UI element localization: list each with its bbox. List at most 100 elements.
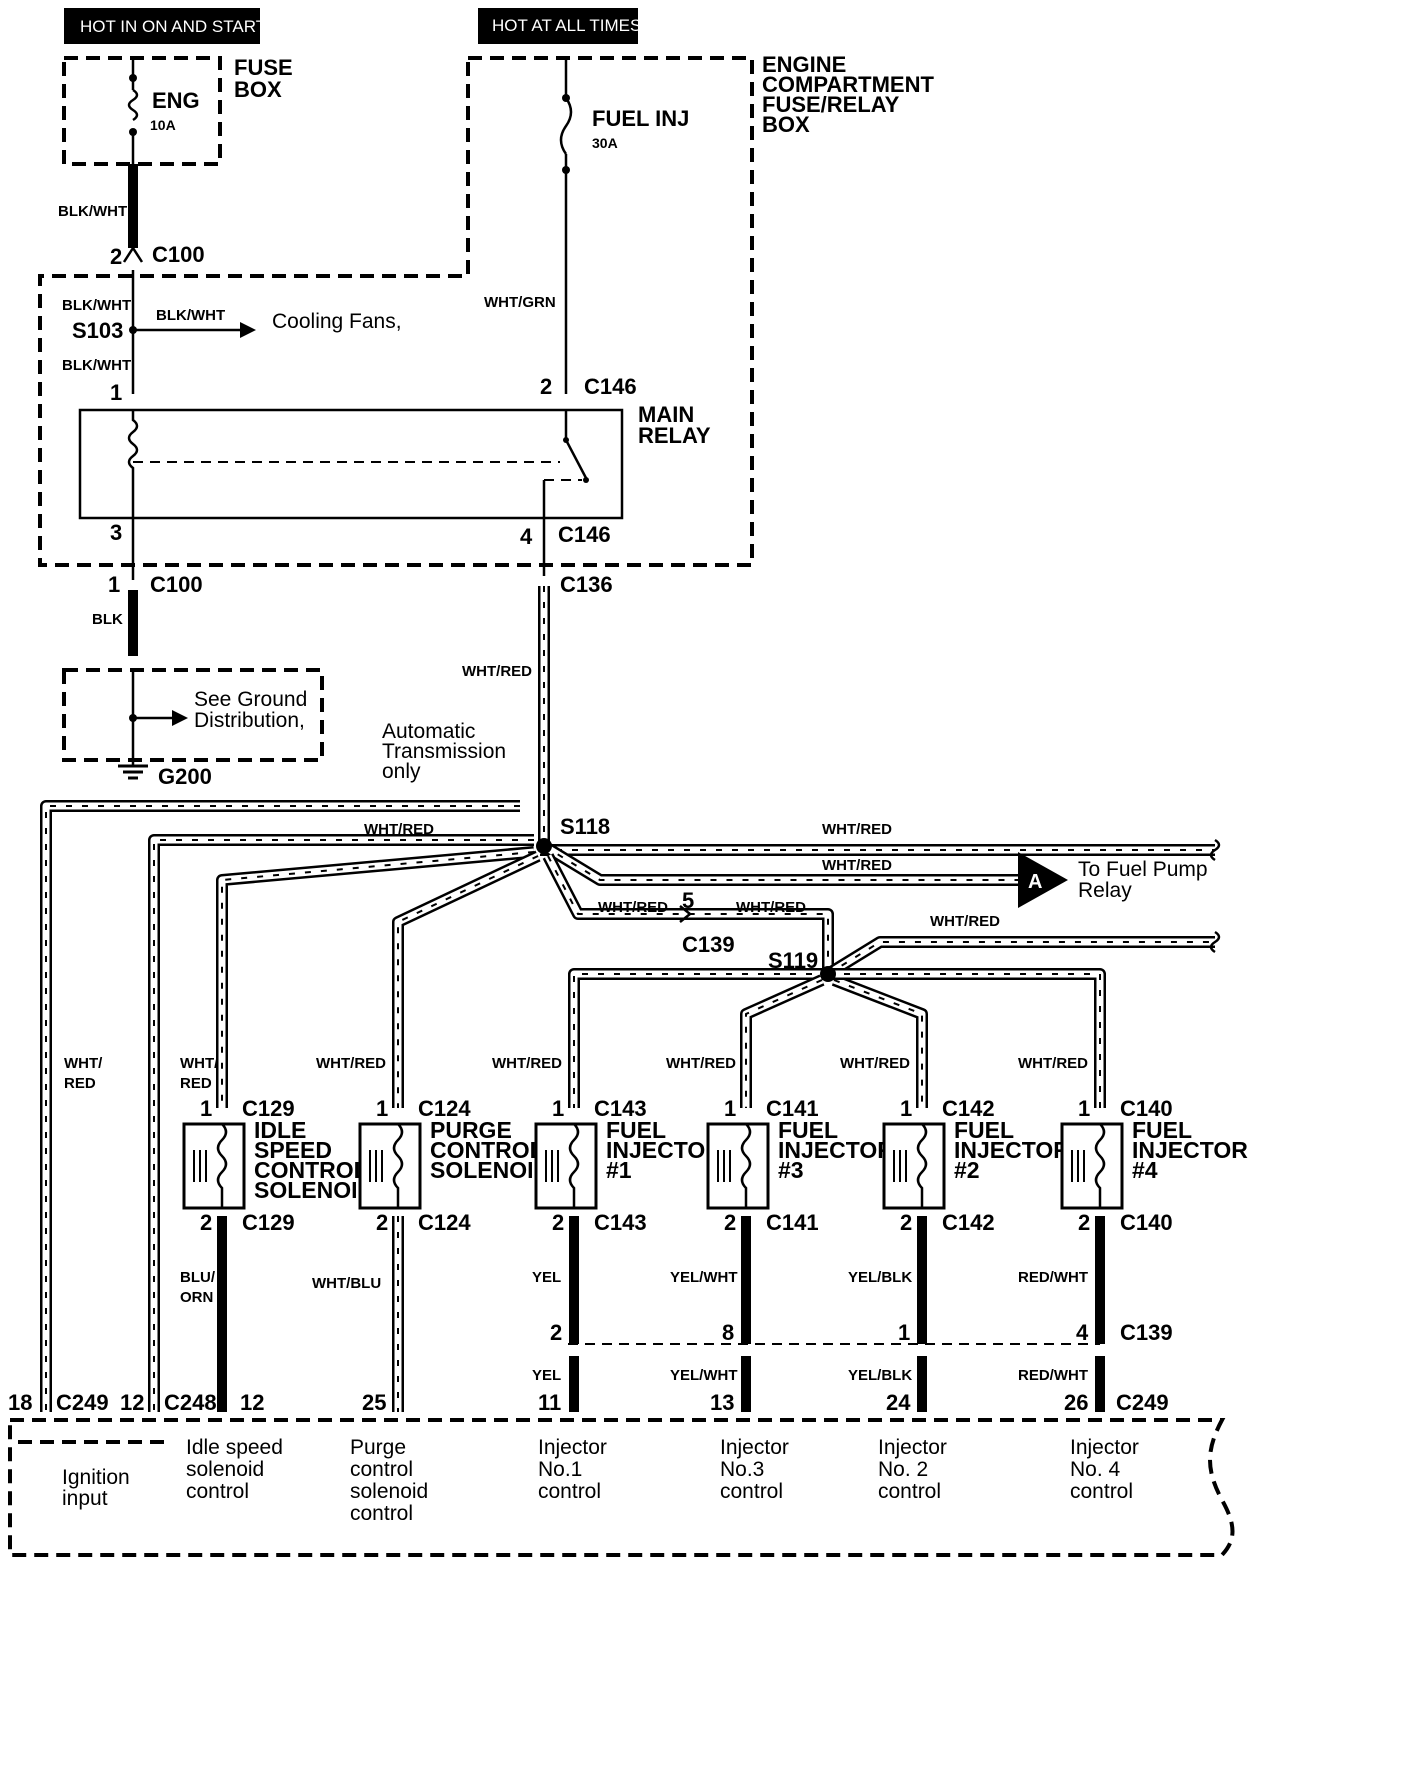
s119-splice [820, 966, 836, 982]
harness-inj2 [831, 974, 928, 1108]
c249-left-label: C249 [56, 1390, 109, 1415]
g200-label: G200 [158, 764, 212, 789]
ecm-pin-13: 13 [710, 1390, 734, 1415]
main-relay-label: MAIN RELAY [638, 402, 711, 448]
wire-label-in-c142: WHT/RED [840, 1055, 910, 1072]
engine-compartment-box-label: ENGINE COMPARTMENT FUSE/RELAY BOX [762, 52, 940, 137]
label-top-c140: C140 [1120, 1096, 1173, 1121]
fuel-pump-relay-label: To Fuel Pump Relay [1078, 858, 1213, 902]
s118-splice [536, 838, 552, 854]
relay-pin-4: 4 [520, 524, 533, 549]
pin-2-c129: 2 [200, 1210, 212, 1235]
pin-1-c142: 1 [900, 1096, 912, 1121]
wire-label-in-c140: WHT/RED [1018, 1055, 1088, 1072]
wire-label-wht-red-ignition: WHT/ RED [64, 1055, 107, 1092]
harness-inj1 [568, 968, 828, 1108]
ground-distribution-label: See Ground Distribution, [194, 688, 313, 732]
cooling-fans-label: Cooling Fans, [272, 310, 402, 333]
wire-label-blk-wht-fans: BLK/WHT [156, 307, 225, 324]
wire-label-ecm-c141: YEL/WHT [670, 1367, 738, 1384]
pin-2-c140: 2 [1078, 1210, 1090, 1235]
wire-label-out-c143: YEL [532, 1269, 561, 1286]
pin-2-c124: 2 [376, 1210, 388, 1235]
pin-1-c140: 1 [1078, 1096, 1090, 1121]
coil-icon [740, 1123, 752, 1208]
harness-wires [40, 800, 1221, 1412]
ecm-pin-18: 18 [8, 1390, 32, 1415]
wire-label-in-c143: WHT/RED [492, 1055, 562, 1072]
label-bottom-c141: C141 [766, 1210, 819, 1235]
automatic-transmission-note: Automatic Transmission only [382, 720, 512, 783]
label-top-c124: C124 [418, 1096, 471, 1121]
eng-fuse-icon [127, 88, 139, 122]
coil-icon [392, 1123, 404, 1208]
coil-icon [1094, 1123, 1106, 1208]
c139-lower-label: C139 [1120, 1320, 1173, 1345]
ecm-pin-24: 24 [886, 1390, 911, 1415]
relay-coil-icon [127, 410, 139, 518]
c139-pin-4: 4 [1076, 1320, 1089, 1345]
wire-label-blk: BLK [92, 611, 123, 628]
wire-label-wht-red-c139-left: WHT/RED [598, 899, 668, 916]
ecm-pin-26: 26 [1064, 1390, 1088, 1415]
coil-icon [916, 1123, 928, 1208]
svg-text:HOT AT ALL TIMES: HOT AT ALL TIMES [492, 16, 641, 35]
label-bottom-c143: C143 [594, 1210, 647, 1235]
c146-bottom-label: C146 [558, 522, 611, 547]
c139-pin-8: 8 [722, 1320, 734, 1345]
c100-bottom-label: C100 [150, 572, 203, 597]
c249-right-label: C249 [1116, 1390, 1169, 1415]
label-bottom-c129: C129 [242, 1210, 295, 1235]
pin-1-c141: 1 [724, 1096, 736, 1121]
ignition-input-label: Ignition input [62, 1466, 136, 1510]
c100-top-label: C100 [152, 242, 205, 267]
label-bottom-c142: C142 [942, 1210, 995, 1235]
wire-label-wht-grn: WHT/GRN [484, 294, 556, 311]
s119-label: S119 [768, 948, 818, 973]
harness-fuel-pump [540, 840, 1018, 886]
ecm-pin-11: 11 [538, 1390, 561, 1415]
svg-text:HOT IN ON AND START: HOT IN ON AND START [80, 17, 266, 36]
wire-label-blk-wht-s103-bottom: BLK/WHT [62, 357, 131, 374]
label-top-c143: C143 [594, 1096, 647, 1121]
wire-label-wht-red-right-lower: WHT/RED [930, 913, 1000, 930]
c146-top-label: C146 [584, 374, 637, 399]
hot-all-times-label: HOT AT ALL TIMES [478, 8, 641, 44]
relay-switch-icon [564, 410, 588, 479]
pin-2-c143: 2 [552, 1210, 564, 1235]
pin-1-c143: 1 [552, 1096, 564, 1121]
ecm-pin-12-left: 12 [120, 1390, 144, 1415]
pin-2-c142: 2 [900, 1210, 912, 1235]
wire-label-wht-red-c136: WHT/RED [462, 663, 532, 680]
harness-c139-s119 [542, 853, 834, 974]
c139-pin-1: 1 [898, 1320, 910, 1345]
pin-1-c124: 1 [376, 1096, 388, 1121]
harness-ignition-12 [148, 834, 534, 1412]
label-bottom-c124: C124 [418, 1210, 471, 1235]
harness-purge [392, 850, 541, 1108]
c248-label: C248 [164, 1390, 217, 1415]
ecm-box-outline [8, 1418, 1235, 1557]
wire-label-ecm-c142: YEL/BLK [848, 1367, 912, 1384]
fuel-inj-fuse-icon [559, 97, 573, 155]
fuel-pump-marker-icon [1018, 852, 1068, 908]
wire-label-out-c141: YEL/WHT [670, 1269, 738, 1286]
s118-label: S118 [560, 814, 610, 839]
wire-label-out-c140: RED/WHT [1018, 1269, 1088, 1286]
coil-icon [216, 1123, 228, 1208]
wire-label-ecm-c143: YEL [532, 1367, 561, 1384]
label-top-c141: C141 [766, 1096, 819, 1121]
